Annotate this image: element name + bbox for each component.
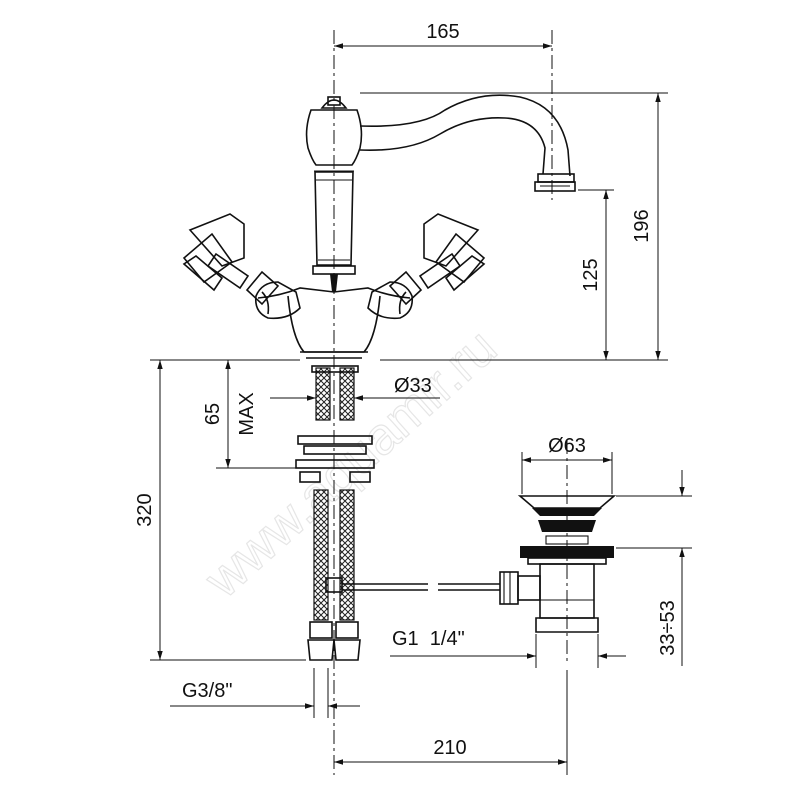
dimension-hose-thread: G3/8" (170, 668, 360, 718)
waste-drain (499, 495, 617, 633)
dimension-label-d63: Ø63 (548, 435, 586, 457)
dimension-max-deck: 65 MAX (150, 359, 300, 469)
faucet-body (257, 96, 411, 359)
dimension-label-210: 210 (433, 737, 466, 759)
dimension-label-165: 165 (426, 21, 459, 43)
dimension-label-33-53: 33÷53 (657, 600, 679, 655)
dimension-waste-diameter: Ø63 (521, 435, 613, 494)
spout (359, 94, 576, 192)
left-cross-handle (182, 213, 301, 320)
dimension-label-g3-8: G3/8" (182, 680, 232, 702)
dimension-label-g1-1-4: G1 1/4" (392, 628, 465, 650)
dimension-spout-height: 125 (578, 189, 614, 360)
dimension-hose-length: 320 (134, 360, 306, 661)
supply-hoses (295, 365, 375, 661)
dimension-waste-distance: 210 (334, 670, 568, 775)
dimension-label-125: 125 (580, 258, 602, 291)
dimension-label-196: 196 (631, 209, 653, 242)
dimension-waste-thread: G1 1/4" (390, 628, 626, 668)
dimension-label-max: MAX (236, 392, 258, 435)
dimension-hose-diameter: Ø33 (270, 375, 440, 401)
dimension-spout-reach: 165 (334, 21, 552, 49)
dimension-label-320: 320 (134, 493, 156, 526)
dimension-label-65: 65 (202, 403, 224, 425)
right-cross-handle (367, 213, 486, 320)
dimension-waste-adjust: 33÷53 (616, 470, 692, 666)
dimension-total-height: 196 (360, 92, 668, 361)
pop-up-rod (342, 583, 500, 591)
dimension-label-d33: Ø33 (394, 375, 432, 397)
